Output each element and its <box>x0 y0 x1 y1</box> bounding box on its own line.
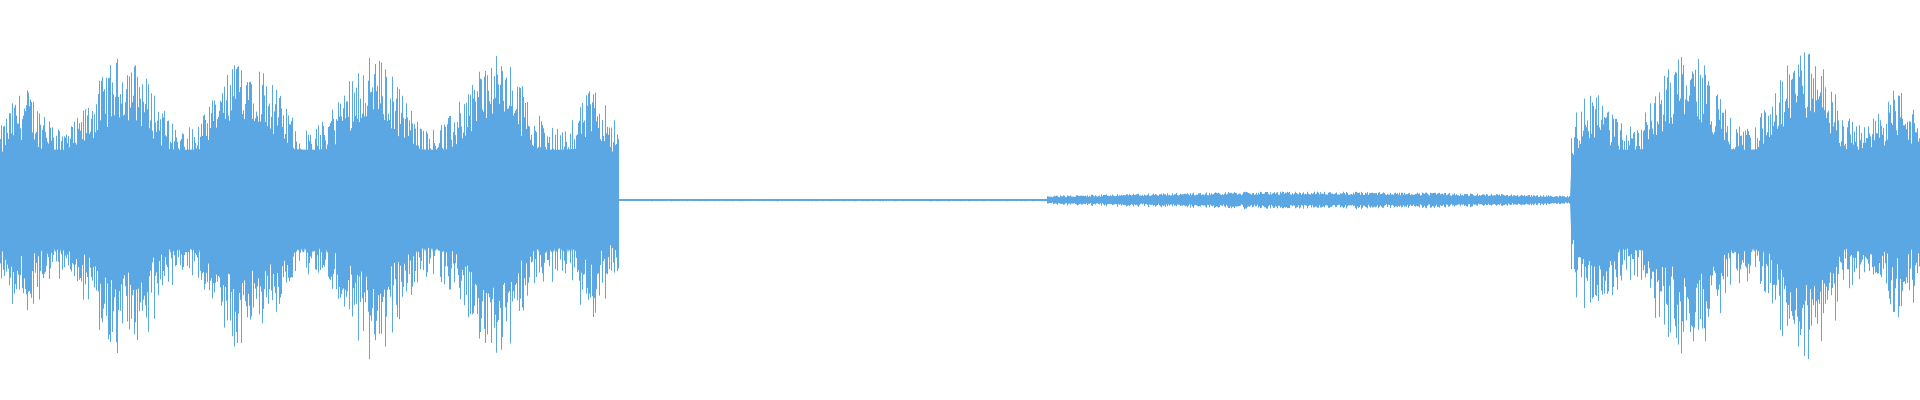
waveform-peaks <box>0 52 1920 360</box>
waveform-samples <box>0 52 1920 360</box>
